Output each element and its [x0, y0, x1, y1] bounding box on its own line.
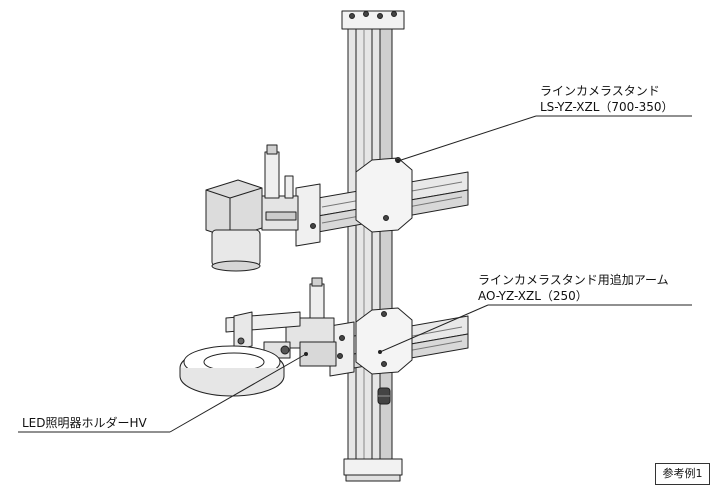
additional-arm — [329, 307, 469, 377]
led-holder — [225, 277, 337, 367]
arm-callout: ラインカメラスタンド用追加アーム AO-YZ-XZL（250） — [478, 272, 669, 304]
reference-example-badge: 参考例1 — [655, 463, 710, 485]
stand-leader-line — [397, 115, 537, 162]
led-leader-line — [169, 353, 307, 433]
ring-light — [179, 345, 285, 397]
vertical-column — [341, 10, 405, 482]
led-callout-name: LED照明器ホルダーHV — [22, 416, 147, 430]
arm-callout-name: ラインカメラスタンド用追加アーム — [478, 273, 669, 287]
stand-callout-name: ラインカメラスタンド — [540, 84, 660, 98]
stand-callout-model: LS-YZ-XZL（700-350） — [540, 100, 674, 114]
knob-icon — [377, 387, 391, 405]
stand-callout: ラインカメラスタンド LS-YZ-XZL（700-350） — [540, 83, 674, 115]
line-camera — [205, 144, 299, 272]
arm-leader-line — [379, 304, 489, 353]
led-callout: LED照明器ホルダーHV — [22, 415, 147, 431]
upper-arm — [295, 157, 469, 247]
arm-callout-model: AO-YZ-XZL（250） — [478, 289, 588, 303]
